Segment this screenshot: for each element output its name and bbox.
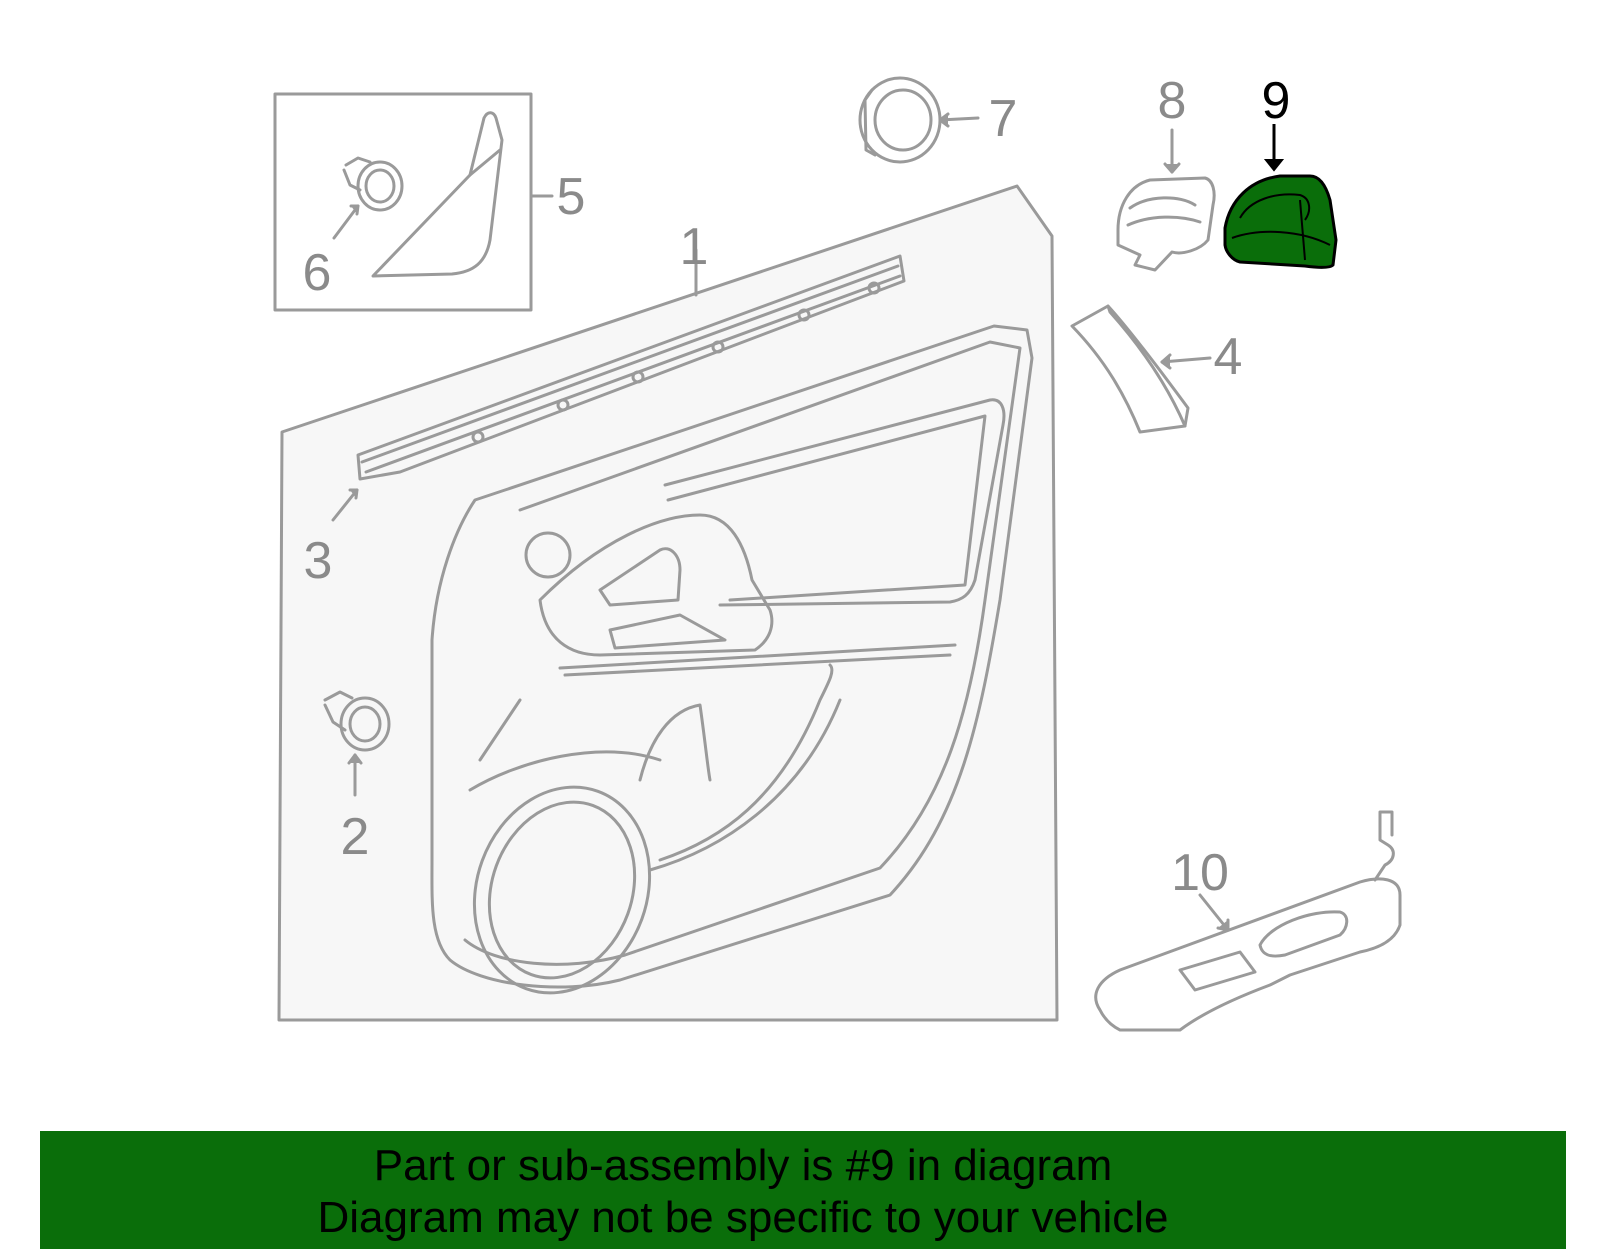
leader-lines (331, 248, 698, 797)
part-5-6-inset-box (273, 92, 554, 312)
part-1-door-trim-panel (277, 184, 1059, 1022)
part-9-highlighted (1223, 124, 1338, 269)
part-2-clip (323, 690, 391, 752)
part-7-tweeter (858, 76, 980, 164)
callout-6: 6 (303, 244, 332, 302)
parts-diagram: 1 2 3 4 5 6 7 8 9 10 (273, 72, 1402, 1032)
banner-line-2: Diagram may not be specific to your vehi… (317, 1193, 1169, 1242)
callout-3: 3 (304, 532, 333, 590)
callout-7: 7 (989, 90, 1018, 148)
part-4-trim-strip (1070, 304, 1212, 434)
callout-10: 10 (1171, 844, 1229, 902)
callout-1: 1 (680, 218, 709, 276)
callout-4: 4 (1214, 328, 1243, 386)
info-banner: Part or sub-assembly is #9 in diagram Di… (40, 1131, 1566, 1249)
callout-9: 9 (1262, 72, 1291, 130)
part-10-switch-base (1094, 810, 1402, 1032)
callout-5: 5 (557, 168, 586, 226)
callout-2: 2 (341, 808, 370, 866)
part-8-handle-bezel (1116, 128, 1216, 272)
banner-line-1: Part or sub-assembly is #9 in diagram (373, 1141, 1113, 1190)
callout-8: 8 (1158, 72, 1187, 130)
